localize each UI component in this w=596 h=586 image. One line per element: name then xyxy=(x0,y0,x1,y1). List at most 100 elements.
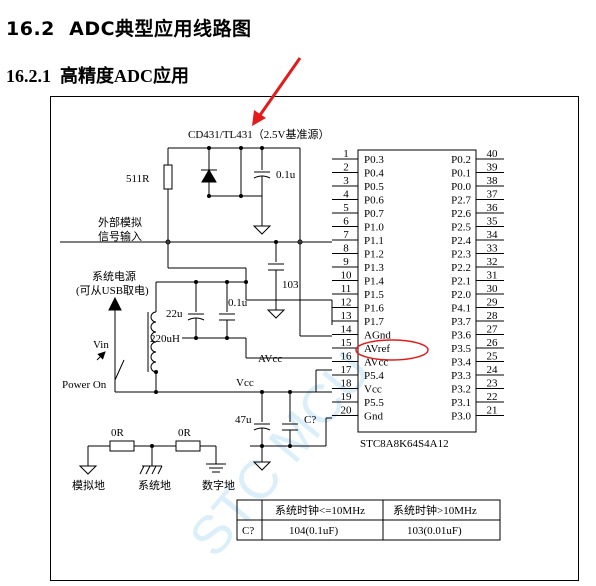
label-inductor: 220uH xyxy=(150,333,180,345)
pin-number: 14 xyxy=(341,324,353,336)
label-cap-01u-top: 0.1u xyxy=(276,169,296,181)
pin-name: P0.0 xyxy=(451,181,471,193)
pin-number: 19 xyxy=(341,391,353,403)
pin-name: P3.4 xyxy=(451,357,471,369)
sys-power-line2: (可从USB取电) xyxy=(76,284,149,297)
subsection-number: 16.2.1 xyxy=(6,66,51,86)
pin-number: 25 xyxy=(487,351,499,363)
pin-name: P1.7 xyxy=(364,316,384,328)
pin-number: 18 xyxy=(341,378,353,390)
pin-number: 12 xyxy=(341,297,352,309)
pin-number: 1 xyxy=(343,148,349,160)
section-title: ADC典型应用线路图 xyxy=(69,18,252,40)
label-511r: 511R xyxy=(126,173,150,185)
pin-number: 38 xyxy=(487,175,499,187)
pin-number: 35 xyxy=(487,216,499,228)
pin-name: P3.6 xyxy=(451,330,471,342)
sys-power-line1: 系统电源 xyxy=(92,269,136,283)
pin-number: 4 xyxy=(343,189,349,201)
pin-number: 23 xyxy=(487,378,499,390)
pin-name: AVref xyxy=(364,343,390,355)
label-cap-cq: C? xyxy=(304,414,316,426)
pin-name: P2.0 xyxy=(451,289,471,301)
annotation-arrow xyxy=(256,57,302,119)
annotation-arrow-head xyxy=(252,110,266,126)
pin-name: P2.2 xyxy=(451,262,471,274)
pin-number: 40 xyxy=(487,148,499,160)
pin-number: 33 xyxy=(487,243,499,255)
pin-name: P0.2 xyxy=(451,154,471,166)
pin-name: P1.1 xyxy=(364,235,384,247)
pin-name: P3.7 xyxy=(451,316,471,328)
pin-name: P0.3 xyxy=(364,154,384,166)
table-header-2: 系统时钟>10MHz xyxy=(393,503,477,517)
pin-name: P5.5 xyxy=(364,397,384,409)
pin-number: 7 xyxy=(343,229,349,241)
pin-name: P0.1 xyxy=(451,168,471,180)
pin-name: P1.0 xyxy=(364,222,384,234)
pin-number: 21 xyxy=(487,405,498,417)
pin-number: 17 xyxy=(341,364,353,376)
label-gnd-digital: 数字地 xyxy=(202,478,235,492)
pin-number: 31 xyxy=(487,270,498,282)
pin-number: 5 xyxy=(343,202,349,214)
pin-name: P1.6 xyxy=(364,303,384,315)
section-heading: 16.2 ADC典型应用线路图 xyxy=(6,14,252,41)
label-power-on: Power On xyxy=(62,379,107,391)
pin-number: 9 xyxy=(343,256,349,268)
chip-name: STC8A8K64S4A12 xyxy=(360,438,449,450)
pin-name: P2.3 xyxy=(451,249,471,261)
power-filter xyxy=(108,267,333,392)
pin-number: 3 xyxy=(343,175,349,187)
pin-number: 30 xyxy=(487,283,499,295)
pin-number: 6 xyxy=(343,216,349,228)
ext-input-line1: 外部模拟 xyxy=(98,215,142,229)
label-vin: Vin xyxy=(93,339,109,351)
pin-name: P0.6 xyxy=(364,195,384,207)
label-gnd-system: 系统地 xyxy=(138,479,171,492)
label-r0-left: 0R xyxy=(111,427,125,439)
table-cell-high: 103(0.01uF) xyxy=(407,525,462,537)
table-cell-label: C? xyxy=(242,525,254,537)
pin-name: P3.2 xyxy=(451,384,471,396)
pin-number: 10 xyxy=(341,270,353,282)
section-number: 16.2 xyxy=(6,18,55,40)
pin-number: 26 xyxy=(487,337,499,349)
pin-name: P3.3 xyxy=(451,370,471,382)
label-cap-47u: 47u xyxy=(235,414,252,426)
right-pins: 40P0.239P0.138P0.037P2.736P2.635P2.534P2… xyxy=(451,148,504,423)
ext-input-line2: 信号输入 xyxy=(98,229,142,243)
label-vcc-net: Vcc xyxy=(236,377,254,389)
pin-name: P2.5 xyxy=(451,222,471,234)
label-cap-22u: 22u xyxy=(166,308,183,320)
avref-highlight xyxy=(355,339,429,361)
pin-name: Gnd xyxy=(364,411,383,423)
pin-name: P1.2 xyxy=(364,249,384,261)
label-gnd-analog: 模拟地 xyxy=(72,478,105,492)
pin-name: P2.6 xyxy=(451,208,471,220)
pin-number: 16 xyxy=(341,351,353,363)
label-cap-103: 103 xyxy=(282,279,299,291)
pin-number: 8 xyxy=(343,243,349,255)
pin-name: P1.3 xyxy=(364,262,384,274)
table-header-1: 系统时钟<=10MHz xyxy=(275,503,365,517)
pin-number: 22 xyxy=(487,391,498,403)
pin-number: 24 xyxy=(487,364,499,376)
pin-number: 37 xyxy=(487,189,499,201)
clock-table xyxy=(236,499,501,541)
pin-name: P0.5 xyxy=(364,181,384,193)
pin-name: P2.4 xyxy=(451,235,471,247)
pin-number: 32 xyxy=(487,256,498,268)
power-switch-arrow xyxy=(96,351,106,361)
pin-name: P3.1 xyxy=(451,397,471,409)
pin-number: 34 xyxy=(487,229,499,241)
subsection-heading: 16.2.1 高精度ADC应用 xyxy=(6,62,189,88)
label-cap-01u-mid: 0.1u xyxy=(228,297,248,309)
pin-name: P3.5 xyxy=(451,343,471,355)
pin-name: P2.1 xyxy=(451,276,471,288)
pin-name: P0.7 xyxy=(364,208,384,220)
ground-network xyxy=(78,440,226,475)
chip-body xyxy=(357,149,477,433)
